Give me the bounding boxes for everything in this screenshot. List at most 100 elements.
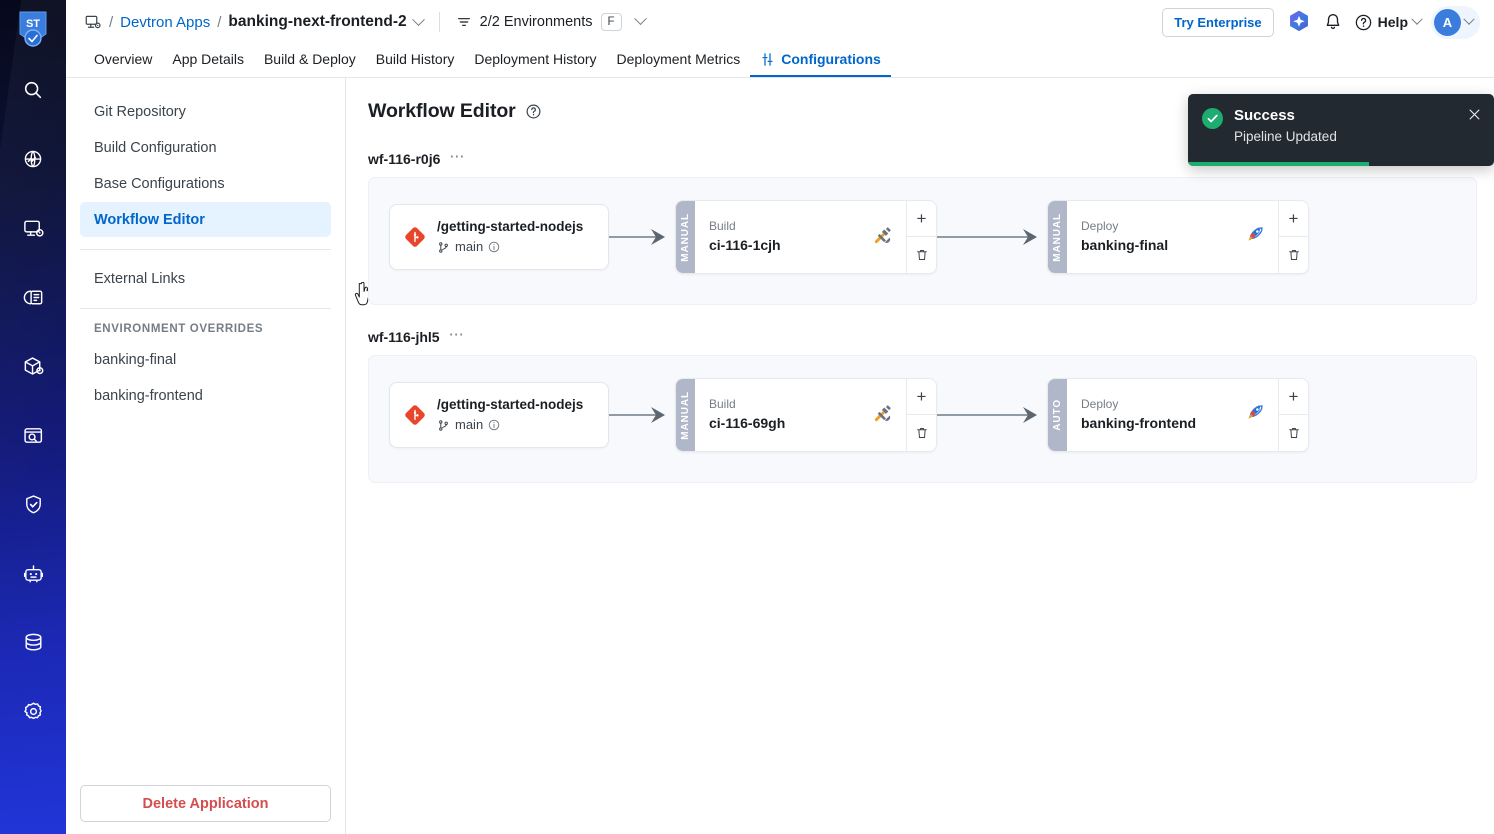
delete-deploy-node-button[interactable]: [1279, 415, 1308, 451]
user-chevron-down-icon[interactable]: [1463, 13, 1475, 25]
tab-overview[interactable]: Overview: [84, 51, 162, 77]
deploy-pipeline-node[interactable]: MANUAL Deploy banking-final: [1047, 200, 1309, 274]
delete-build-node-button[interactable]: [907, 237, 936, 273]
user-menu[interactable]: A: [1431, 5, 1480, 39]
avatar: A: [1434, 8, 1461, 36]
package-icon[interactable]: [11, 344, 55, 388]
add-node-after-build-button[interactable]: +: [907, 379, 936, 415]
devtron-logo[interactable]: ST: [16, 10, 50, 50]
sidebar-item-git-repository-label: Git Repository: [94, 103, 186, 120]
deploy-node-body: Deploy banking-frontend: [1067, 379, 1278, 451]
app-switcher-chevron-down-icon[interactable]: [411, 12, 425, 26]
tab-build-history-label: Build History: [375, 51, 455, 67]
tab-app-details-label: App Details: [172, 51, 244, 67]
help-label: Help: [1377, 14, 1408, 30]
git-icon: [404, 404, 426, 426]
workflow-overflow-menu-icon[interactable]: ⋯: [448, 326, 465, 343]
app-tabs: Overview App Details Build & Deploy Buil…: [66, 44, 1494, 78]
search-icon[interactable]: [11, 68, 55, 112]
tab-deployment-metrics[interactable]: Deployment Metrics: [607, 51, 751, 77]
sidebar-divider-1: [80, 249, 331, 250]
workflow-canvas: /getting-started-nodejs main: [368, 177, 1477, 305]
ai-sparkle-icon[interactable]: [1282, 5, 1316, 39]
rocket-icon: [1244, 402, 1266, 428]
sidebar-item-banking-frontend[interactable]: banking-frontend: [80, 378, 331, 413]
environment-chevron-down-icon[interactable]: [633, 12, 647, 26]
info-icon[interactable]: [488, 241, 500, 253]
build-node-text: Build ci-116-69gh: [709, 395, 864, 435]
resource-browser-icon[interactable]: [11, 413, 55, 457]
environment-selector[interactable]: 2/2 Environments F: [456, 12, 647, 32]
close-icon[interactable]: [1467, 107, 1482, 122]
git-source-node[interactable]: /getting-started-nodejs main: [389, 204, 609, 270]
workflow-overflow-menu-icon[interactable]: ⋯: [449, 148, 466, 165]
hammer-wrench-icon: [872, 224, 894, 250]
filter-icon: [456, 14, 472, 30]
trash-icon: [1287, 426, 1301, 440]
chart-server-icon[interactable]: [11, 275, 55, 319]
breadcrumb-root-link[interactable]: Devtron Apps: [120, 13, 211, 31]
git-source-text: /getting-started-nodejs main: [437, 217, 583, 257]
deploy-pipeline-node[interactable]: AUTO Deploy banking-frontend: [1047, 378, 1309, 452]
deploy-node-label: Deploy: [1081, 396, 1119, 411]
workflow-name: wf-116-jhl5: [368, 329, 440, 345]
question-circle-icon[interactable]: [525, 103, 542, 120]
sidebar-item-banking-final[interactable]: banking-final: [80, 342, 331, 377]
gear-icon[interactable]: [11, 689, 55, 733]
sidebar-item-build-configuration[interactable]: Build Configuration: [80, 130, 331, 165]
git-source-node[interactable]: /getting-started-nodejs main: [389, 382, 609, 448]
breadcrumb-sep-1: /: [109, 13, 114, 31]
build-node-name: ci-116-69gh: [709, 415, 786, 432]
delete-deploy-node-button[interactable]: [1279, 237, 1308, 273]
add-node-after-deploy-label: +: [1288, 387, 1299, 406]
sidebar-item-workflow-editor[interactable]: Workflow Editor: [80, 202, 331, 237]
info-icon[interactable]: [488, 419, 500, 431]
delete-application-button[interactable]: Delete Application: [80, 785, 331, 822]
add-node-after-build-label: +: [916, 387, 927, 406]
sidebar-item-base-configurations[interactable]: Base Configurations: [80, 166, 331, 201]
notifications-bell-icon[interactable]: [1316, 5, 1350, 39]
environment-shortcut-badge: F: [600, 12, 622, 32]
build-pipeline-node[interactable]: MANUAL Build ci-116-69gh: [675, 378, 937, 452]
add-node-after-build-label: +: [916, 209, 927, 228]
git-branch-row: main: [437, 415, 583, 435]
tab-build-and-deploy-label: Build & Deploy: [263, 51, 356, 67]
help-chevron-down-icon[interactable]: [1411, 13, 1423, 25]
tab-overview-label: Overview: [94, 51, 153, 67]
tab-build-and-deploy[interactable]: Build & Deploy: [254, 51, 366, 77]
git-branch-name: main: [455, 417, 484, 433]
add-node-after-deploy-button[interactable]: +: [1279, 201, 1308, 237]
build-pipeline-node[interactable]: MANUAL Build ci-116-1cjh: [675, 200, 937, 274]
sidebar-divider-2: [80, 308, 331, 309]
build-trigger-type: MANUAL: [676, 379, 695, 451]
breadcrumb: / Devtron Apps / banking-next-frontend-2: [84, 12, 425, 31]
shield-check-icon[interactable]: [11, 482, 55, 526]
tab-build-history[interactable]: Build History: [366, 51, 465, 77]
bot-icon[interactable]: [11, 551, 55, 595]
build-node-body: Build ci-116-69gh: [695, 379, 906, 451]
sidebar-item-git-repository[interactable]: Git Repository: [80, 94, 331, 129]
globe-analytics-icon[interactable]: [11, 137, 55, 181]
deploy-trigger-type: MANUAL: [1048, 201, 1067, 273]
tab-deployment-history[interactable]: Deployment History: [464, 51, 606, 77]
global-nav-rail: ST: [0, 0, 66, 834]
delete-build-node-button[interactable]: [907, 415, 936, 451]
deploy-node-name: banking-final: [1081, 237, 1169, 254]
database-stack-icon[interactable]: [11, 620, 55, 664]
workflow-name: wf-116-r0j6: [368, 151, 441, 167]
tab-app-details[interactable]: App Details: [162, 51, 254, 77]
git-branch-row: main: [437, 237, 583, 257]
rocket-icon: [1244, 224, 1266, 250]
try-enterprise-button[interactable]: Try Enterprise: [1162, 7, 1274, 37]
help-menu[interactable]: Help: [1354, 13, 1423, 32]
sidebar-item-external-links[interactable]: External Links: [80, 261, 331, 296]
deploy-node-text: Deploy banking-final: [1081, 217, 1236, 257]
add-node-after-deploy-button[interactable]: +: [1279, 379, 1308, 415]
tab-configurations[interactable]: Configurations: [750, 51, 891, 77]
page-title-text: Workflow Editor: [368, 100, 516, 122]
tab-configurations-label: Configurations: [781, 51, 881, 67]
app-window-icon[interactable]: [11, 206, 55, 250]
build-node-label: Build: [709, 218, 736, 233]
add-node-after-build-button[interactable]: +: [907, 201, 936, 237]
build-trigger-type-label: MANUAL: [680, 212, 691, 262]
